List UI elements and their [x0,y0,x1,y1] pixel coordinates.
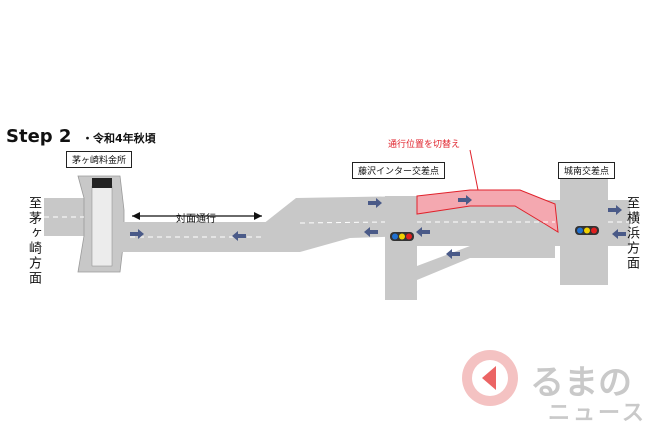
label-fujisawa-ic: 藤沢インター交差点 [352,162,446,179]
step-title: Step 2 [6,126,72,147]
road-diagonal-ramp [417,246,555,280]
road-fujisawa-vertical [385,196,417,300]
switch-callout-line [469,149,479,191]
step-timing: ・令和4年秋頃 [82,132,156,145]
label-jonan: 城南交差点 [558,162,616,179]
booth-sign [92,178,112,188]
road-right-approach [555,200,630,246]
toll-booth-lanes [91,185,113,267]
brand-sub: ニュース [548,401,647,426]
direction-arrows [130,195,626,259]
label-to-chigasaki: 至茅ヶ崎方面 [26,196,41,286]
brand-main: るまの [530,363,632,403]
label-switch-note: 通行位置を切替え [388,140,461,150]
kuruma-news-logo [462,350,518,406]
signal-fujisawa [390,232,414,241]
label-two-way: 対面通行 [176,214,216,225]
signal-jonan [575,226,599,235]
label-tollgate: 茅ヶ崎料金所 [66,151,133,168]
switched-lane [416,189,559,233]
label-to-yokohama: 至横浜方面 [624,196,639,271]
